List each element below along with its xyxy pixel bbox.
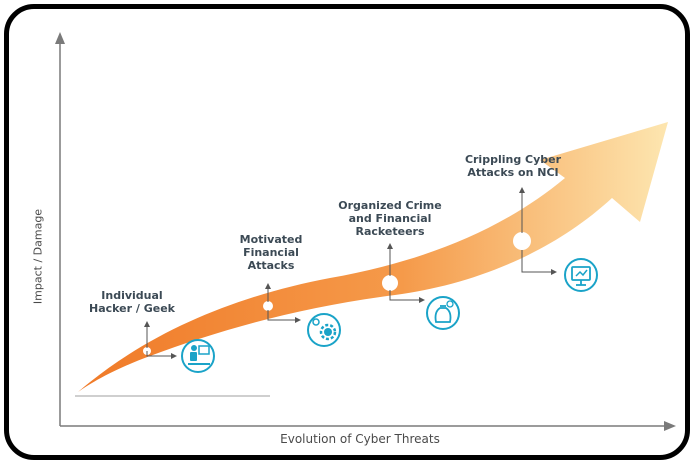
connector-icon-2 (267, 310, 301, 323)
stage-label-3: Organized Crime and Financial Racketeers (338, 199, 442, 238)
x-axis-arrowhead (664, 421, 676, 431)
monitor-network-icon (564, 258, 598, 292)
growth-arrow (78, 122, 668, 392)
stage-label-2: Motivated Financial Attacks (239, 233, 303, 272)
milestone-dot-2 (263, 301, 273, 311)
connector-icon-4 (521, 250, 557, 275)
milestone-dot-3 (382, 275, 398, 291)
stage-label-4: Crippling Cyber Attacks on NCI (464, 153, 562, 179)
connector-icon-3 (389, 290, 425, 303)
dollar-gear-icon (307, 313, 341, 347)
y-axis-arrowhead (55, 32, 65, 44)
y-axis-label: Impact / Damage (31, 208, 45, 305)
connector-icon-1 (146, 351, 177, 359)
money-bag-icon (426, 296, 460, 330)
milestone-dot-4 (513, 232, 531, 250)
diagram-frame (4, 4, 690, 460)
stage-label-1: Individual Hacker / Geek (89, 289, 175, 315)
person-at-computer-icon (181, 339, 215, 373)
x-axis-label: Evolution of Cyber Threats (280, 432, 440, 446)
